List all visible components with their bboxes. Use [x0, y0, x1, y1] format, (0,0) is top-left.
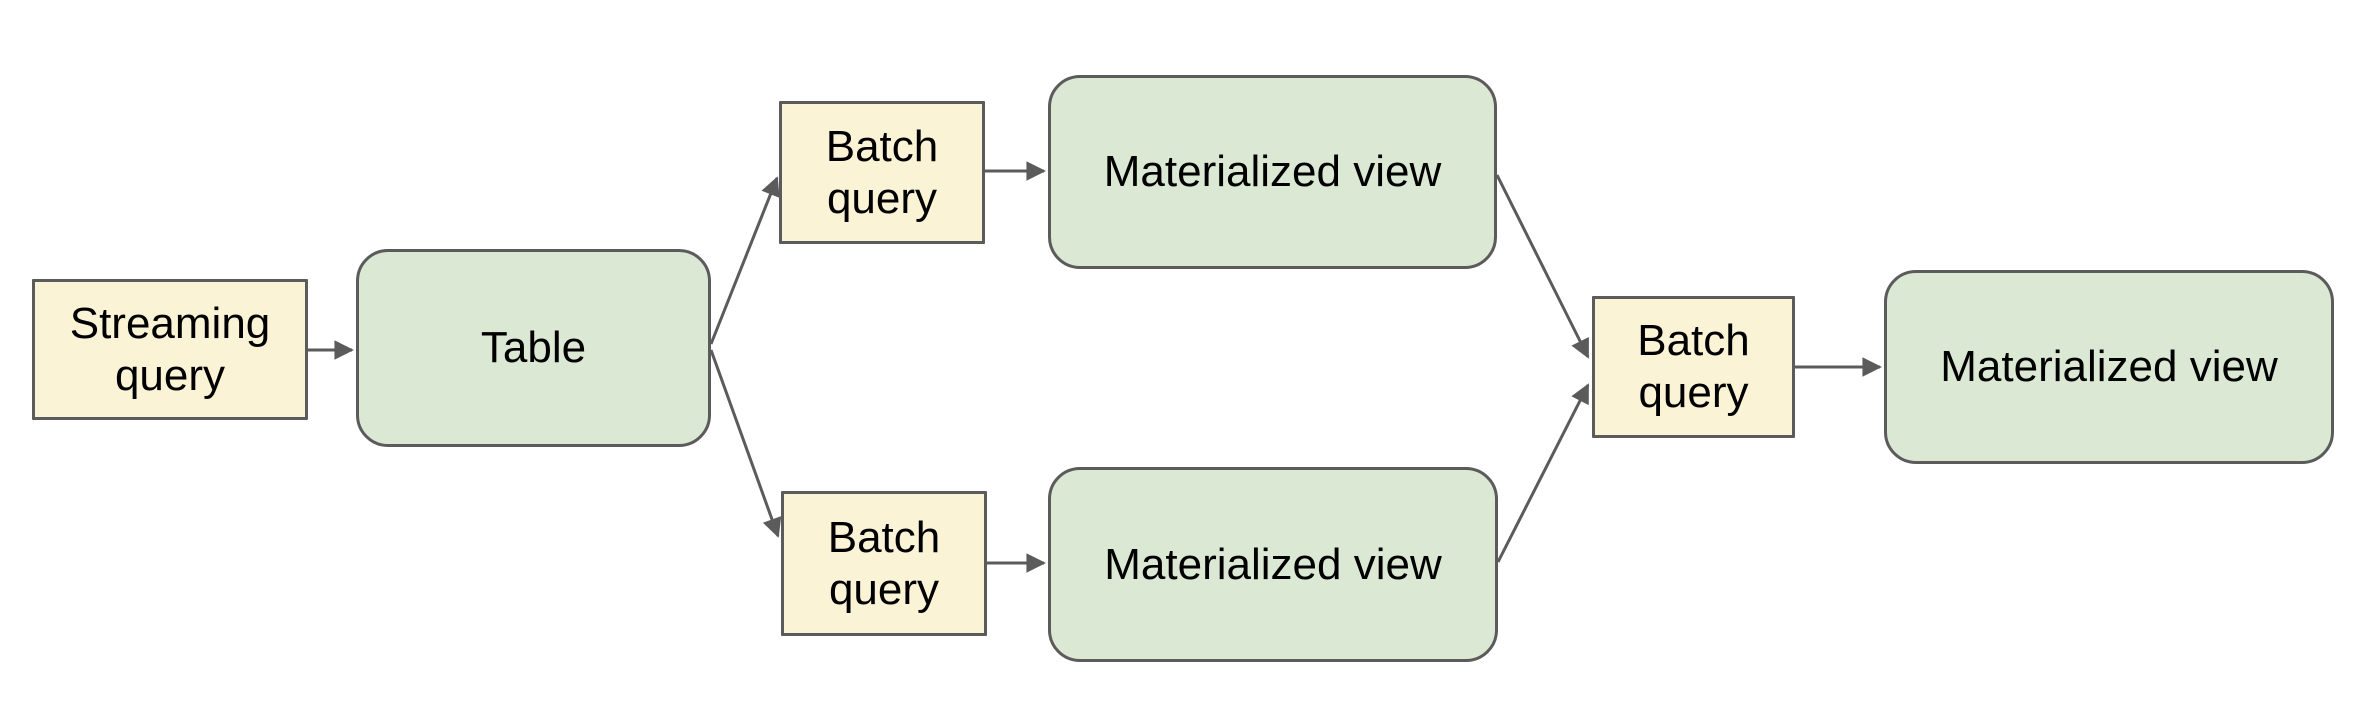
node-batch-query-right: Batch query [1592, 296, 1795, 438]
node-materialized-view-bottom: Materialized view [1048, 467, 1498, 662]
node-materialized-view-right: Materialized view [1884, 270, 2334, 464]
node-materialized-view-top: Materialized view [1048, 75, 1497, 269]
node-batch-query-top: Batch query [779, 101, 985, 244]
node-streaming-query: Streaming query [32, 279, 308, 420]
edge-materialized-view-top-to-batch-query-right [1495, 174, 1590, 359]
edge-materialized-view-bottom-to-batch-query-right [1496, 383, 1590, 563]
edge-table-to-batch-query-top [709, 176, 780, 345]
edge-table-to-batch-query-bottom [709, 349, 782, 538]
node-batch-query-bottom: Batch query [781, 491, 987, 636]
node-table: Table [356, 249, 711, 447]
